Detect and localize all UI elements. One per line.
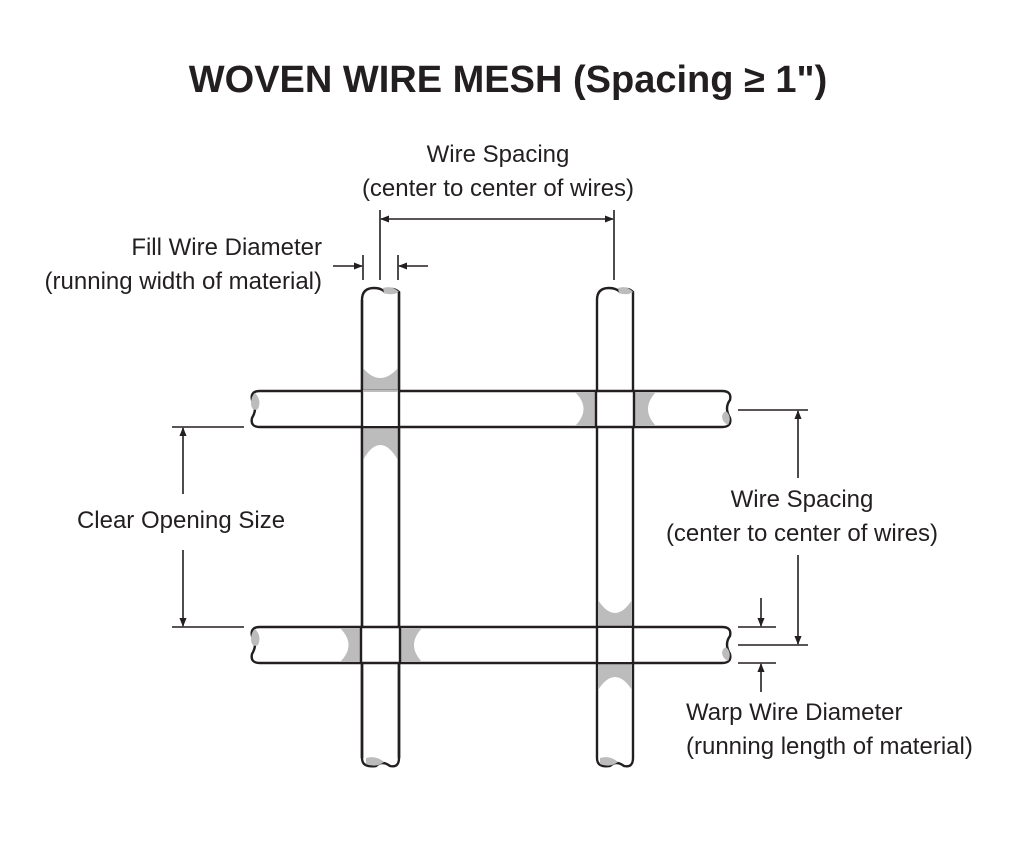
wire-spacing-top-label: Wire Spacing: [427, 141, 570, 168]
dimension-warp-wire-diameter: [738, 598, 776, 692]
vertical-wire-right: [595, 286, 635, 768]
warp-wire-diameter-sublabel: (running length of material): [686, 733, 973, 760]
vertical-wire-left-overlap: [360, 390, 401, 427]
dimension-clear-opening: [172, 426, 244, 628]
wire-end-cut-icon: [600, 757, 618, 766]
wire-end-cut-icon: [722, 647, 730, 661]
clear-opening-size-label: Clear Opening Size: [77, 507, 285, 534]
fill-wire-diameter-label: Fill Wire Diameter: [131, 234, 322, 261]
wire-spacing-top-sublabel: (center to center of wires): [362, 175, 634, 202]
dimension-wire-spacing-right: [738, 409, 808, 646]
vertical-wire-right-overlap: [595, 627, 635, 663]
horizontal-wire-bottom: [250, 625, 732, 665]
warp-wire-diameter-label: Warp Wire Diameter: [686, 699, 902, 726]
wire-end-cut-icon: [618, 287, 633, 295]
wire-spacing-right-sublabel: (center to center of wires): [666, 520, 938, 547]
wire-spacing-right-label: Wire Spacing: [731, 486, 874, 513]
dimension-fill-wire-diameter: [333, 255, 428, 280]
wire-end-cut-icon: [383, 287, 399, 295]
wire-end-cut-icon: [251, 629, 260, 646]
fill-wire-diameter-sublabel: (running width of material): [45, 268, 322, 295]
wire-end-cut-icon: [722, 411, 730, 425]
horizontal-wire-top: [250, 389, 732, 429]
dimension-wire-spacing-top: [379, 210, 615, 280]
wire-end-cut-icon: [251, 393, 260, 410]
diagram-title: WOVEN WIRE MESH (Spacing ≥ 1"): [189, 59, 827, 101]
vertical-wire-left: [360, 286, 401, 768]
wire-end-cut-icon: [366, 757, 384, 766]
